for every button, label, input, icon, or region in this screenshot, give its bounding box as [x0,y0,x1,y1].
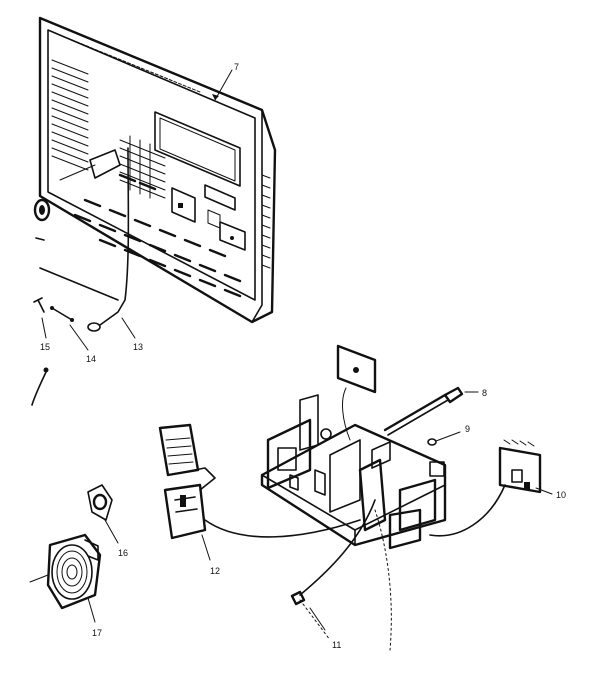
callout-7: 7 [234,62,239,72]
leader-7 [214,69,233,101]
callout-15: 15 [40,342,50,352]
screw-9 [427,431,461,446]
callout-14: 14 [86,354,96,364]
leader-17 [87,597,96,623]
screw-11 [290,499,376,641]
callout-13: 13 [133,342,143,352]
callout-16: 16 [118,548,128,558]
harness-wire [204,519,361,538]
switch-bracket [158,423,216,540]
leader-11 [309,607,326,631]
callout-17: 17 [92,628,102,638]
center-vent-grille [119,135,166,199]
power-cord [383,386,464,436]
leader-15 [41,317,47,339]
cabinet-back [33,16,277,324]
gasket-16 [87,484,113,521]
leader-12 [201,534,211,561]
leader-10 [535,487,553,495]
dashed-guide [374,509,392,651]
small-part [35,237,45,241]
callout-11: 11 [332,640,341,650]
leader-16 [104,519,119,544]
leader-13 [121,317,136,339]
callout-10: 10 [556,490,566,500]
bottom-vent-slots [73,173,242,298]
label-plate [336,344,377,394]
speaker [29,533,102,610]
arrow-7 [212,94,219,100]
callout-12: 12 [210,566,220,576]
wire-stub [31,371,47,406]
clip-14 [50,306,74,322]
main-chassis [260,387,447,550]
left-vent-grille [51,59,89,171]
leader-14 [69,324,89,351]
control-board [429,439,542,537]
wire-13 [39,147,130,332]
screw-15 [33,297,45,313]
small-part [43,367,49,373]
callout-9: 9 [465,424,470,434]
callout-8: 8 [482,388,487,398]
